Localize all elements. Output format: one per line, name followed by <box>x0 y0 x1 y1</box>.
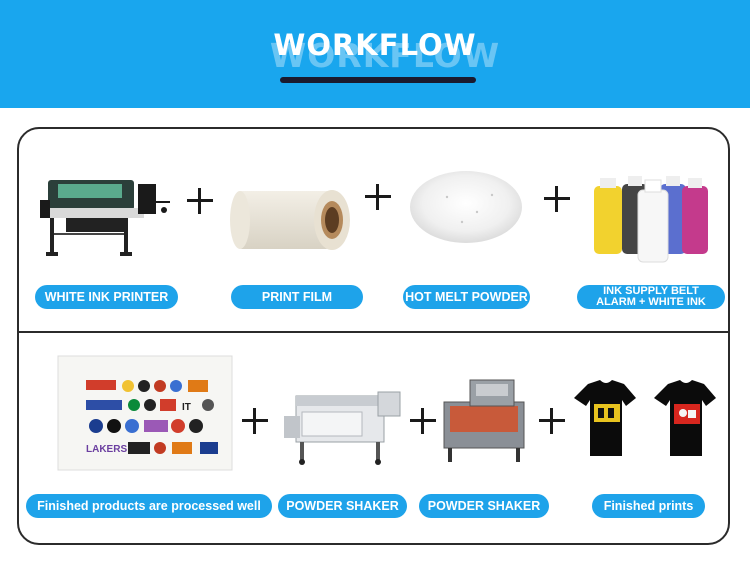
ink-bottles-image <box>594 176 708 263</box>
label-finished-products: Finished products are processed well <box>26 494 272 518</box>
plus-icon <box>241 407 269 435</box>
plus-icon <box>543 185 571 213</box>
label-powder-shaker-2: POWDER SHAKER <box>419 494 549 518</box>
powder-image <box>410 171 522 243</box>
label-finished-prints: Finished prints <box>592 494 705 518</box>
header-banner: WORKFLOW WORKFLOW <box>0 0 750 108</box>
label-ink-supply-line1: INK SUPPLY BELT <box>603 285 699 297</box>
svg-text:IT: IT <box>182 402 191 413</box>
film-roll-image <box>230 190 350 250</box>
powder-shaker-image <box>284 391 401 465</box>
printer-image <box>40 180 170 256</box>
tshirts-image <box>574 380 716 456</box>
header-underline <box>280 77 476 83</box>
powder-shaker-laser-image <box>443 379 525 462</box>
label-white-ink-printer: WHITE INK PRINTER <box>35 285 178 309</box>
header-title-shadow: WORKFLOW <box>269 36 501 75</box>
svg-text:LAKERS: LAKERS <box>86 444 127 455</box>
label-powder-shaker-1: POWDER SHAKER <box>278 494 407 518</box>
plus-icon <box>409 407 437 435</box>
panel-divider <box>17 331 730 333</box>
plus-icon <box>364 183 392 211</box>
plus-icon <box>538 407 566 435</box>
plus-icon <box>186 187 214 215</box>
label-ink-supply-line2: ALARM + WHITE INK <box>596 296 706 308</box>
label-print-film: PRINT FILM <box>231 285 363 309</box>
header-title: WORKFLOW <box>273 28 477 62</box>
label-hot-melt-powder: HOT MELT POWDER <box>403 285 530 309</box>
transfer-sheet-image: IT LAKERS <box>57 355 233 471</box>
workflow-panel <box>17 127 730 545</box>
label-ink-supply-belt: INK SUPPLY BELT ALARM + WHITE INK <box>577 285 725 309</box>
